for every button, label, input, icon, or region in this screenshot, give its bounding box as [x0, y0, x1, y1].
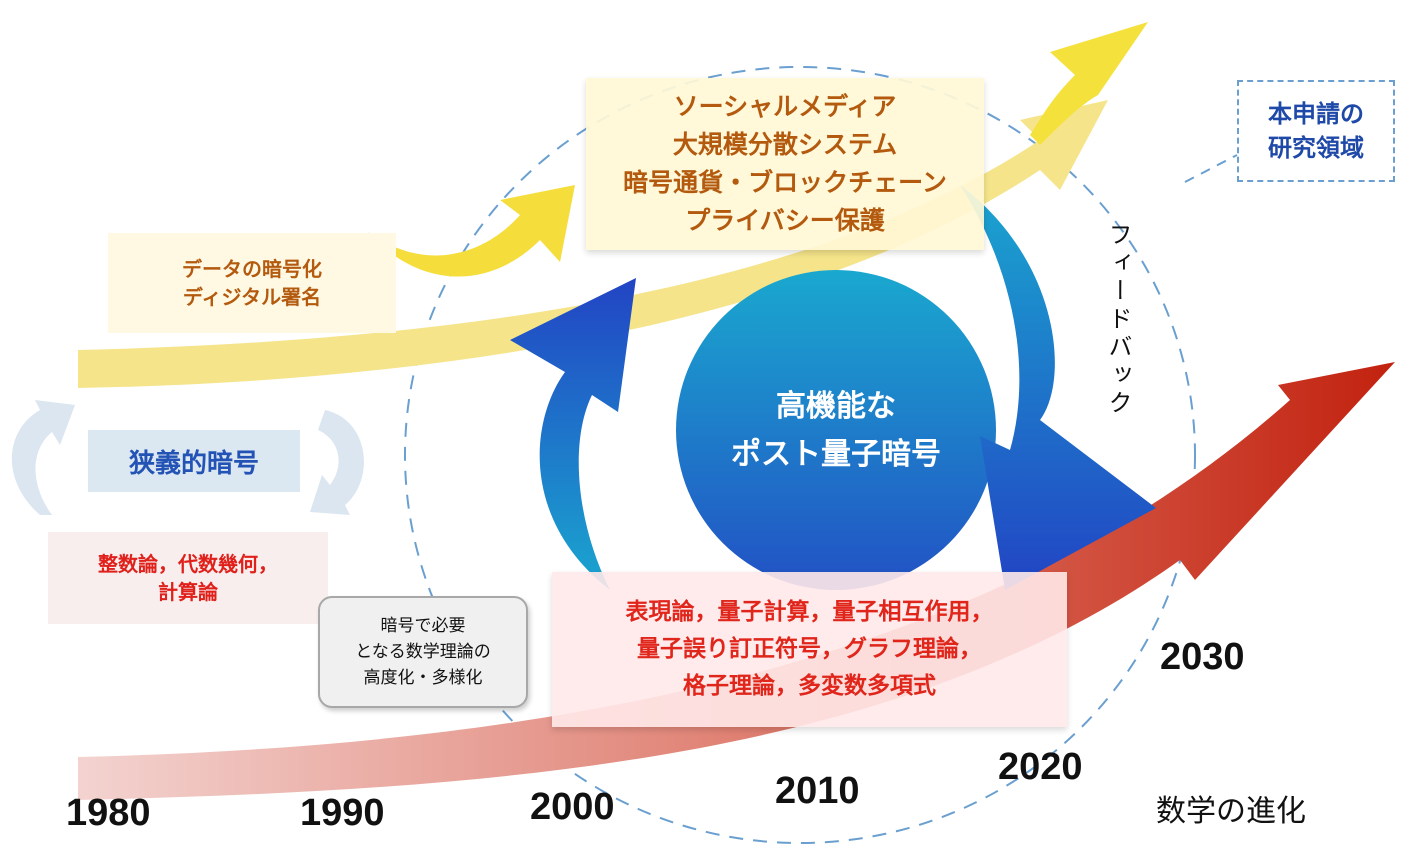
narrow-crypto-label: 狭義的暗号	[88, 430, 300, 492]
feedback-label: フィードバック	[1104, 222, 1132, 418]
curved-yellow-arrow	[368, 185, 575, 277]
year-2010: 2010	[775, 770, 860, 812]
research-area-circle	[404, 66, 1196, 844]
math-evolution-label: 数学の進化	[1156, 794, 1306, 829]
feedback-down-arrow	[960, 185, 1156, 590]
math-diversification-callout: 暗号で必要 となる数学理論の 高度化・多様化	[318, 596, 528, 708]
year-1980: 1980	[66, 792, 151, 834]
early-application-box: データの暗号化 ディジタル署名	[108, 233, 396, 333]
classic-math-box: 整数論，代数幾何， 計算論	[48, 532, 328, 624]
narrow-cycle-left-arrow	[11, 400, 75, 515]
post-quantum-circle	[676, 270, 996, 590]
research-area-connector	[1184, 154, 1238, 183]
research-area-box: 本申請の 研究領域	[1237, 80, 1395, 182]
year-2030: 2030	[1160, 636, 1245, 678]
advanced-math-box: 表現論，量子計算，量子相互作用， 量子誤り訂正符号，グラフ理論， 格子理論，多変…	[552, 572, 1067, 727]
year-1990: 1990	[300, 792, 385, 834]
application-box: ソーシャルメディア 大規模分散システム 暗号通貨・ブロックチェーン プライバシー…	[586, 78, 984, 250]
year-2000: 2000	[530, 786, 615, 828]
year-2020: 2020	[998, 746, 1083, 788]
application-arrow-head	[1030, 22, 1148, 145]
post-quantum-label: 高機能な ポスト量子暗号	[731, 389, 941, 472]
narrow-cycle-right-arrow	[310, 410, 364, 515]
cycle-up-arrow	[510, 278, 636, 590]
